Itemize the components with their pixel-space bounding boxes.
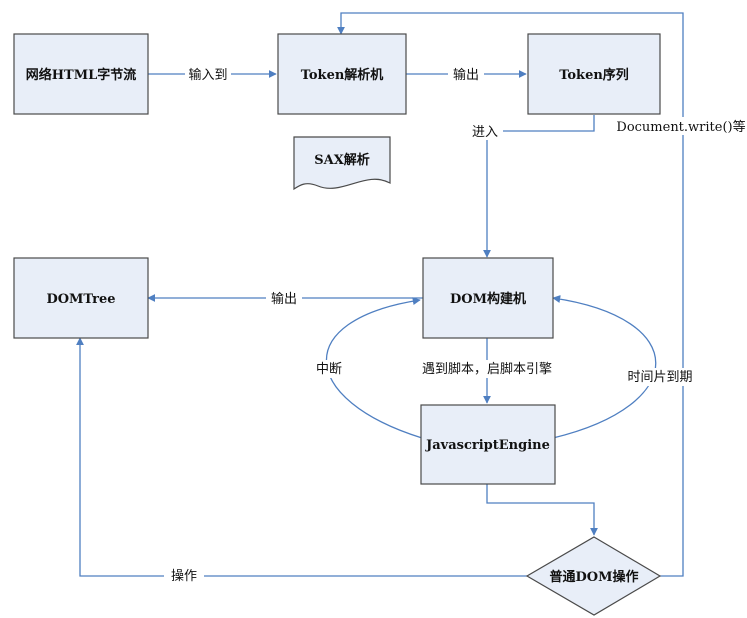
svg-text:SAX解析: SAX解析 bbox=[314, 152, 370, 168]
node-byte-stream: 网络HTML字节流 bbox=[13, 33, 149, 115]
edge-engine-to-domop bbox=[486, 484, 598, 536]
node-javascript-engine: JavascriptEngine bbox=[420, 404, 556, 485]
node-dom-builder: DOM构建机 bbox=[422, 257, 554, 339]
node-token-sequence: Token序列 bbox=[527, 33, 661, 115]
label-output-1: 输出 bbox=[453, 67, 479, 83]
label-interrupt: 中断 bbox=[316, 362, 342, 377]
edge-sequence-to-builder bbox=[483, 115, 595, 258]
edge-docwrite-loop bbox=[337, 12, 684, 577]
node-sax-document: SAX解析 bbox=[293, 136, 391, 191]
label-document-write: Document.write()等 bbox=[616, 119, 745, 135]
svg-text:Token序列: Token序列 bbox=[559, 67, 629, 83]
svg-text:普通DOM操作: 普通DOM操作 bbox=[550, 569, 639, 585]
label-output-2: 输出 bbox=[271, 291, 297, 307]
svg-text:网络HTML字节流: 网络HTML字节流 bbox=[26, 67, 137, 83]
label-encounter-script: 遇到脚本，启脚本引擎 bbox=[422, 361, 552, 377]
node-dom-operation: 普通DOM操作 bbox=[525, 536, 662, 616]
edge-domop-to-domtree bbox=[76, 337, 527, 577]
node-token-parser: Token解析机 bbox=[277, 33, 407, 115]
svg-text:DOM构建机: DOM构建机 bbox=[450, 291, 526, 307]
label-input-to: 输入到 bbox=[188, 67, 227, 83]
svg-text:DOMTree: DOMTree bbox=[46, 292, 115, 307]
edge-timeslice-curve bbox=[552, 295, 657, 439]
label-enter: 进入 bbox=[472, 125, 498, 140]
node-dom-tree: DOMTree bbox=[13, 257, 149, 339]
label-timeslice: 时间片到期 bbox=[627, 370, 692, 385]
svg-text:Token解析机: Token解析机 bbox=[301, 67, 384, 83]
label-operate: 操作 bbox=[171, 568, 197, 584]
svg-text:JavascriptEngine: JavascriptEngine bbox=[425, 438, 550, 453]
